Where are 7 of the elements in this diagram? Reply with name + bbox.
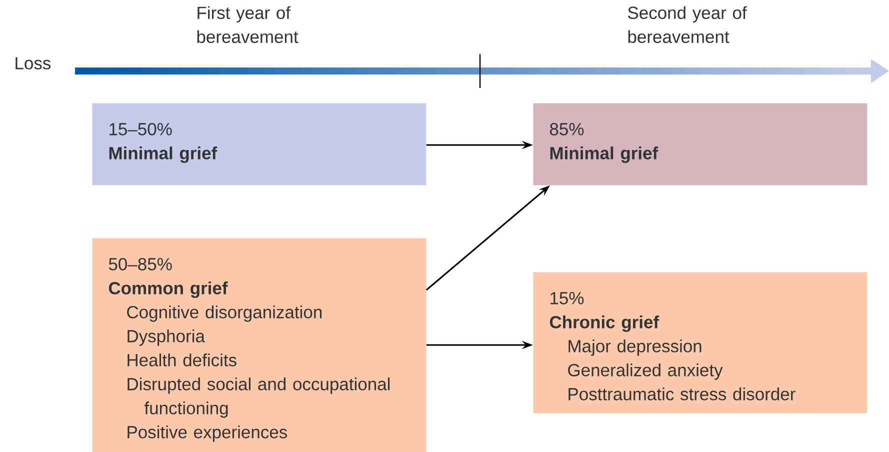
axis-label: First year of bereavement (197, 6, 298, 44)
axis-label: Loss (16, 57, 51, 70)
grief-box: 85% Minimal grief (533, 103, 868, 186)
grief-box: 15% Chronic grief Major depression Generalized anxiety Posttraumatic stress disorder (533, 272, 868, 414)
axis-label: Second year of bereavement (628, 6, 747, 44)
grief-box: 50–85% Common grief Cognitive disorganization Dysphoria Health deficits Disrupted social and occupational functioning Positive experiences (92, 238, 426, 452)
grief-box: 15–50% Minimal grief (92, 103, 426, 186)
